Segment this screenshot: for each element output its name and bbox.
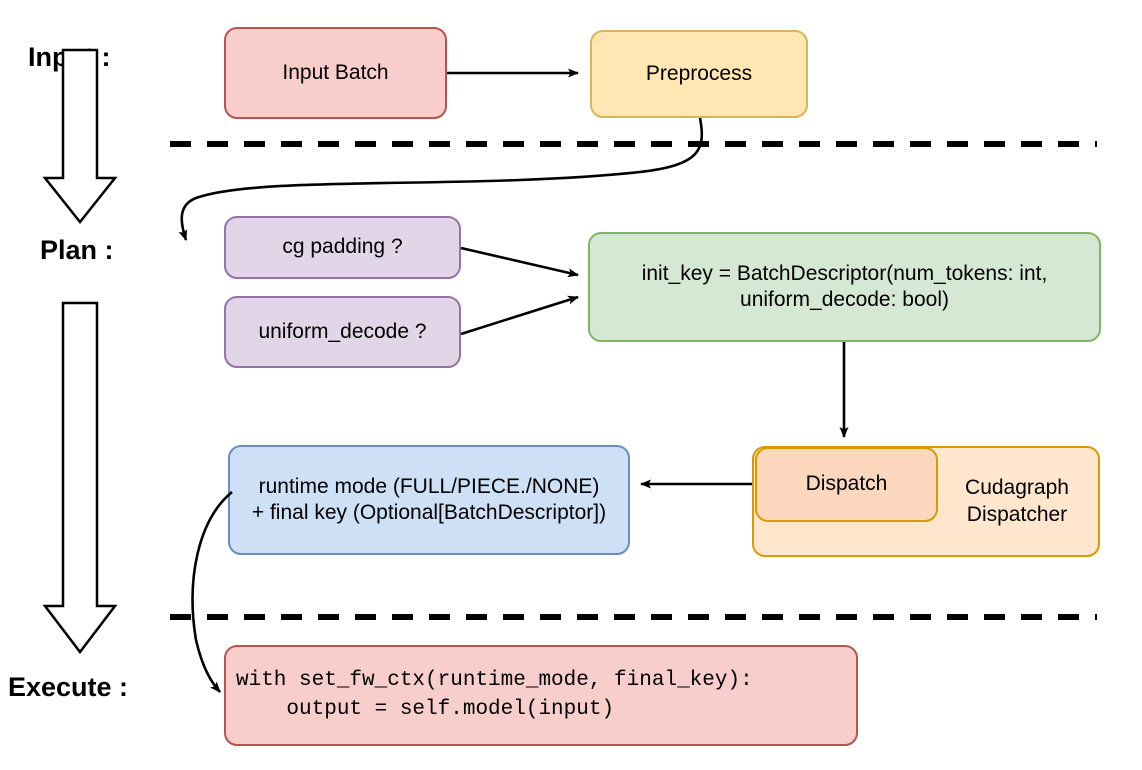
node-init-key-line1: init_key = BatchDescriptor(num_tokens: i… <box>641 261 1048 285</box>
node-input-batch[interactable]: Input Batch <box>224 27 447 119</box>
stage-label-input: Input : <box>28 42 111 72</box>
node-cudagraph-dispatcher-line1: Cudagraph <box>965 476 1069 500</box>
arrow-cg-padding-to-init-key <box>460 246 579 278</box>
node-init-key-line2: uniform_decode: bool) <box>740 288 949 311</box>
node-cudagraph-dispatcher-line2: Dispatcher <box>966 502 1068 526</box>
node-runtime-mode-line1: runtime mode (FULL/PIECE./NONE) <box>258 474 600 498</box>
stage-label-execute: Execute : <box>8 672 129 702</box>
node-runtime-mode[interactable]: runtime mode (FULL/PIECE./NONE) + final … <box>228 445 630 555</box>
stage-arrow-plan-to-execute <box>42 301 118 655</box>
node-execute-code[interactable]: with set_fw_ctx(runtime_mode, final_key)… <box>224 645 858 746</box>
node-dispatch-label: Dispatch <box>805 472 888 496</box>
node-input-batch-label: Input Batch <box>282 60 389 84</box>
stage-arrow-input-to-plan <box>42 48 118 225</box>
node-preprocess-label: Preprocess <box>645 61 753 85</box>
stage-label-plan: Plan : <box>40 235 114 265</box>
arrow-uniform-decode-to-init-key <box>460 295 579 336</box>
node-execute-code-line2: output = self.model(input) <box>236 697 615 721</box>
node-uniform-decode-label: uniform_decode ? <box>258 319 427 343</box>
node-cg-padding[interactable]: cg padding ? <box>224 216 461 279</box>
node-dispatch[interactable]: Dispatch <box>755 447 938 522</box>
node-preprocess[interactable]: Preprocess <box>590 30 808 118</box>
node-uniform-decode[interactable]: uniform_decode ? <box>224 296 461 368</box>
node-runtime-mode-line2: + final key (Optional[BatchDescriptor]) <box>251 501 607 524</box>
node-init-key[interactable]: init_key = BatchDescriptor(num_tokens: i… <box>588 232 1101 342</box>
node-cg-padding-label: cg padding ? <box>282 235 403 259</box>
node-execute-code-line1: with set_fw_ctx(runtime_mode, final_key)… <box>236 669 753 693</box>
